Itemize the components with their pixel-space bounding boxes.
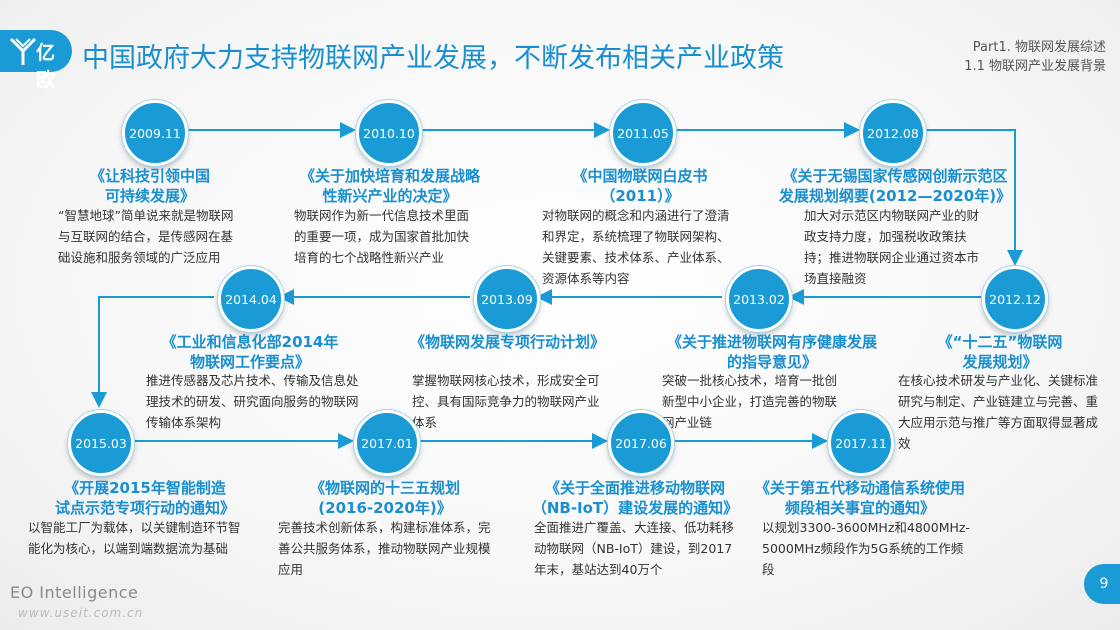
event-title-2012-12: 《“十二五”物联网 发展规划》 bbox=[895, 332, 1105, 372]
event-title-line: 《工业和信息化部2014年 bbox=[161, 333, 339, 351]
event-desc-2012-12: 在核心技术研发与产业化、关键标准研究与制定、产业链建立与完善、重大应用示范与推广… bbox=[898, 373, 1099, 451]
event-title-2015-03: 《开展2015年智能制造 试点示范专项行动的通知》 bbox=[20, 478, 270, 518]
event-desc-2015-03: 以智能工厂为载体，以关键制造环节智能化为核心，以端到端数据流为基础 bbox=[28, 520, 241, 556]
event-title-2009-11: 《让科技引领中国 可持续发展》 bbox=[40, 166, 260, 206]
footer-url: www.useit.com.cn bbox=[18, 606, 144, 620]
event-title-line: 《关于加快培育和发展战略 bbox=[299, 167, 480, 185]
node-2010-10: 2010.10 bbox=[356, 100, 422, 166]
event-desc-2017-11: 以规划3300-3600MHz和4800MHz-5000MHz频段作为5G系统的… bbox=[762, 520, 970, 577]
node-2013-02: 2013.02 bbox=[726, 266, 792, 332]
event-title-line: 《关于第五代移动通信系统使用 bbox=[754, 479, 965, 497]
event-title-line: （NB-IoT）建设发展的通知》 bbox=[531, 499, 739, 517]
section-subpart: 1.1 物联网产业发展背景 bbox=[964, 59, 1106, 74]
event-desc-2017-06: 全面推进广覆盖、大连接、低功耗移动物联网（NB-IoT）建设，到2017年末，基… bbox=[534, 520, 735, 577]
event-title-line: 《关于无锡国家传感网创新示范区 bbox=[782, 167, 1008, 185]
section-part: Part1. 物联网发展综述 bbox=[972, 40, 1106, 55]
event-title-line: 《物联网的十三五规划 bbox=[309, 479, 460, 497]
event-desc-2012-08: 加大对示范区内物联网产业的财政支持力度，加强税收政策扶持；推进物联网企业通过资本… bbox=[804, 208, 980, 286]
logo-y-icon bbox=[9, 37, 37, 65]
event-title-line: 试点示范专项行动的通知》 bbox=[54, 499, 235, 517]
event-title-2010-10: 《关于加快培育和发展战略 性新兴产业的决定》 bbox=[280, 166, 500, 206]
event-title-line: 发展规划》 bbox=[962, 353, 1038, 371]
node-2011-05: 2011.05 bbox=[610, 100, 676, 166]
node-2012-12: 2012.12 bbox=[982, 266, 1048, 332]
event-desc-2014-04: 推进传感器及芯片技术、传输及信息处理技术的研发、研究面向服务的物联网传输体系架构 bbox=[146, 373, 359, 430]
node-2017-06: 2017.06 bbox=[608, 410, 674, 476]
event-title-line: 发展规划纲要(2012—2020年)》 bbox=[778, 187, 1012, 205]
node-2014-04: 2014.04 bbox=[218, 266, 284, 332]
event-title-line: 《关于推进物联网有序健康发展 bbox=[666, 333, 877, 351]
event-desc-2013-02: 突破一批核心技术，培育一批创新型中小企业，打造完善的物联网产业链 bbox=[662, 373, 838, 430]
event-title-2013-02: 《关于推进物联网有序健康发展 的指导意见》 bbox=[652, 332, 892, 372]
node-2012-08: 2012.08 bbox=[860, 100, 926, 166]
event-title-line: 《中国物联网白皮书 bbox=[572, 167, 708, 185]
event-title-line: 的指导意见》 bbox=[726, 353, 817, 371]
node-2013-09: 2013.09 bbox=[474, 266, 540, 332]
event-title-2012-08: 《关于无锡国家传感网创新示范区 发展规划纲要(2012—2020年)》 bbox=[750, 166, 1040, 206]
event-title-line: 《开展2015年智能制造 bbox=[64, 479, 226, 497]
event-desc-2017-01: 完善技术创新体系，构建标准体系，完善公共服务体系，推动物联网产业规模应用 bbox=[278, 520, 491, 577]
logo: 亿欧 bbox=[0, 30, 72, 91]
section-label: Part1. 物联网发展综述 1.1 物联网产业发展背景 bbox=[964, 38, 1106, 76]
event-title-line: 可持续发展》 bbox=[104, 187, 195, 205]
event-title-line: 频段相关事宜的通知》 bbox=[784, 499, 935, 517]
event-title-2017-11: 《关于第五代移动通信系统使用 频段相关事宜的通知》 bbox=[740, 478, 980, 518]
node-2015-03: 2015.03 bbox=[68, 410, 134, 476]
event-title-line: 性新兴产业的决定》 bbox=[322, 187, 458, 205]
logo-text: 亿欧 bbox=[36, 42, 56, 91]
event-title-2014-04: 《工业和信息化部2014年 物联网工作要点》 bbox=[150, 332, 350, 372]
event-title-line: 《物联网发展专项行动计划》 bbox=[409, 333, 605, 351]
event-title-2013-09: 《物联网发展专项行动计划》 bbox=[400, 332, 615, 352]
page-number: 9 bbox=[1084, 564, 1120, 604]
event-title-line: 《关于全面推进移动物联网 bbox=[544, 479, 725, 497]
footer-brand: EO Intelligence bbox=[10, 583, 139, 602]
event-desc-2013-09: 掌握物联网核心技术，形成安全可控、具有国际竞争力的物联网产业体系 bbox=[412, 373, 600, 430]
event-desc-2010-10: 物联网作为新一代信息技术里面的重要一项，成为国家首批加快培育的七个战略性新兴产业 bbox=[294, 208, 470, 265]
event-title-2017-01: 《物联网的十三五规划 (2016-2020年)》 bbox=[285, 478, 485, 518]
page-title: 中国政府大力支持物联网产业发展，不断发布相关产业政策 bbox=[82, 43, 784, 74]
event-title-line: （2011）》 bbox=[600, 187, 680, 205]
arrow-4 bbox=[926, 129, 1023, 266]
event-title-line: 物联网工作要点》 bbox=[189, 353, 310, 371]
event-title-line: 《“十二五”物联网 bbox=[937, 333, 1063, 351]
event-desc-2009-11: “智慧地球”简单说来就是物联网与互联网的结合，是传感网在基础设施和服务领域的广泛… bbox=[58, 208, 234, 265]
event-desc-2011-05: 对物联网的概念和内涵进行了澄清和界定，系统梳理了物联网架构、关键要素、技术体系、… bbox=[542, 208, 730, 286]
node-2009-11: 2009.11 bbox=[122, 100, 188, 166]
event-title-2017-06: 《关于全面推进移动物联网 （NB-IoT）建设发展的通知》 bbox=[515, 478, 755, 518]
event-title-line: (2016-2020年)》 bbox=[318, 499, 452, 517]
event-title-2011-05: 《中国物联网白皮书 （2011）》 bbox=[535, 166, 745, 206]
event-title-line: 《让科技引领中国 bbox=[89, 167, 210, 185]
node-2017-01: 2017.01 bbox=[354, 410, 420, 476]
node-2017-11: 2017.11 bbox=[828, 410, 894, 476]
arrow-8 bbox=[91, 296, 214, 408]
